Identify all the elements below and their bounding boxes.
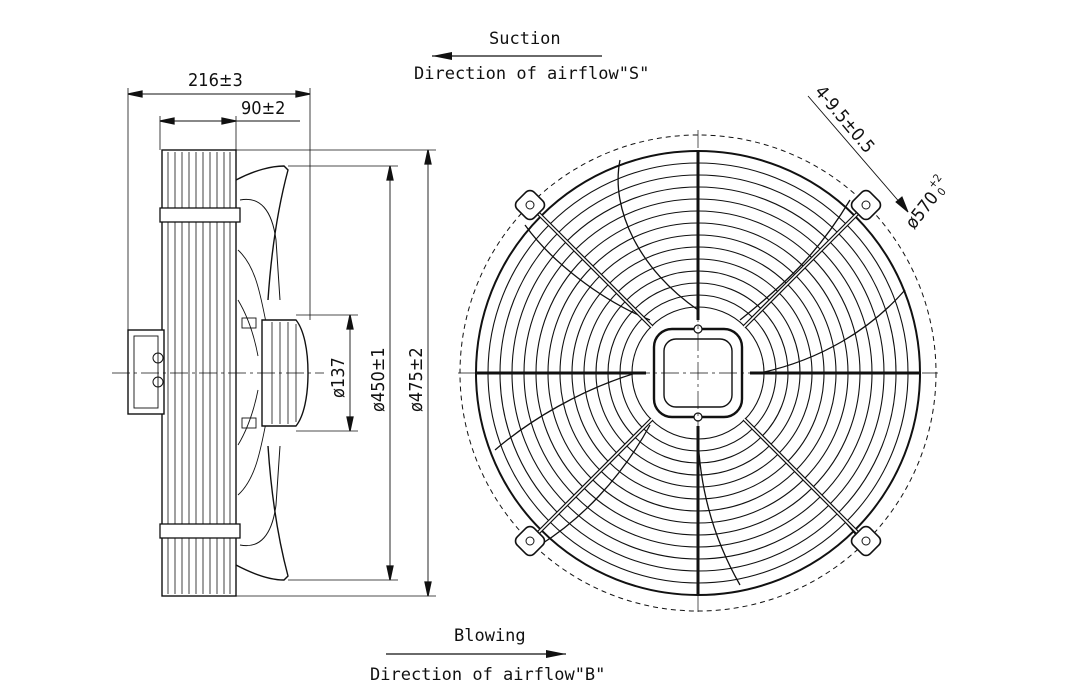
fan-front-view (458, 95, 938, 616)
blowing-direction-label: Direction of airflow"B" (370, 665, 605, 685)
arrow-left-icon (432, 52, 452, 60)
mount-holes-dimension: 4-9.5±0.5 (810, 82, 878, 158)
hub-diameter-dimension: ø137 (328, 357, 349, 398)
impeller-diameter-dimension: ø450±1 (368, 347, 389, 412)
motor-depth-dimension: 90±2 (241, 98, 285, 119)
suction-annotation: Suction Direction of airflow"S" (414, 29, 649, 84)
blowing-annotation: Blowing Direction of airflow"B" (370, 626, 605, 685)
suction-label: Suction (489, 29, 561, 49)
frame-diameter-dimension: ø475±2 (406, 347, 427, 412)
overall-depth-dimension: 216±3 (188, 70, 243, 91)
arrow-right-icon (546, 650, 566, 658)
blowing-label: Blowing (454, 626, 526, 646)
fan-side-view (112, 88, 436, 597)
mount-circle-dimension: ø570 +2 0 (901, 172, 949, 234)
suction-direction-label: Direction of airflow"S" (414, 64, 649, 84)
